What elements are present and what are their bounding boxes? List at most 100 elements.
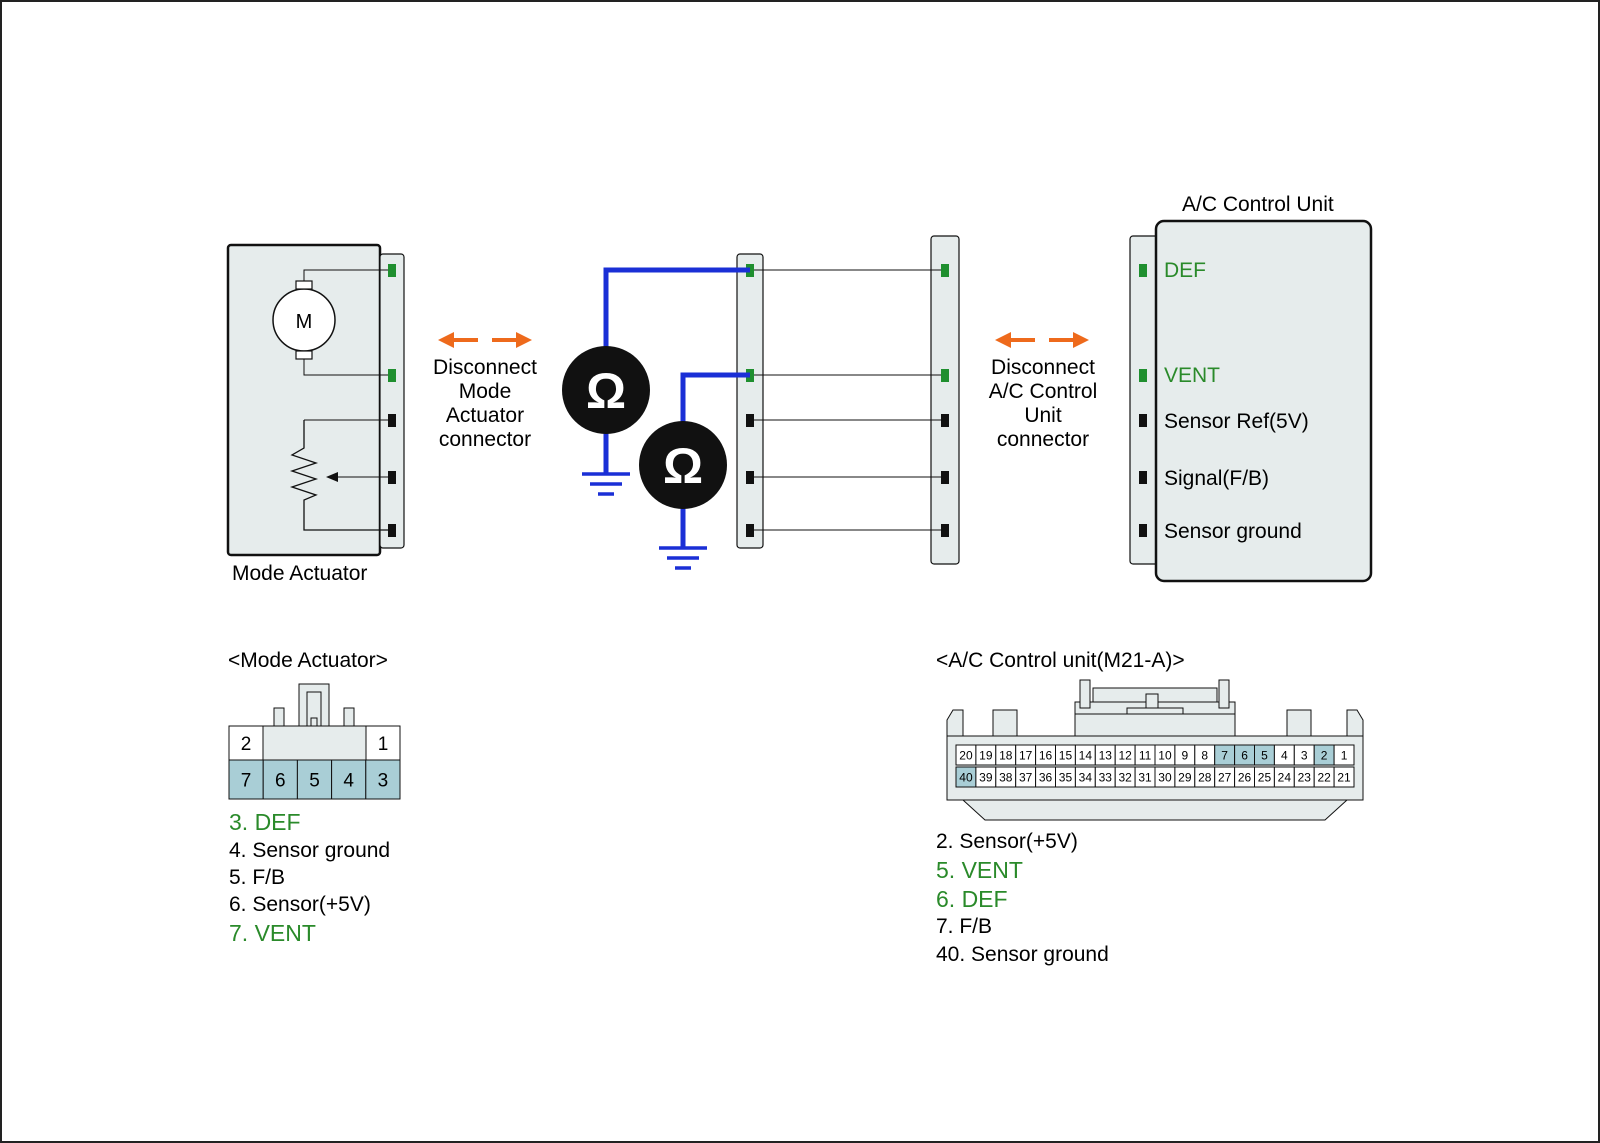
connector-pin-number: 34	[1079, 770, 1093, 784]
connector-pin-number: 37	[1019, 770, 1033, 784]
connector-pin: 7	[228, 759, 264, 800]
mode-actuator-label: Mode Actuator	[232, 562, 368, 585]
connector-pin: 14	[1074, 744, 1096, 766]
connector-pin-number: 8	[1201, 748, 1208, 762]
connector-pin-number: 24	[1278, 770, 1292, 784]
connector-pin-number: 32	[1118, 770, 1132, 784]
connector-pin-number: 27	[1218, 770, 1232, 784]
motor-icon: M	[272, 280, 336, 360]
ohm-meter-icon	[639, 421, 727, 509]
connector-pin: 25	[1254, 766, 1275, 788]
harness	[736, 235, 960, 565]
connector-pin-number: 20	[959, 748, 973, 762]
connector-pin-number: 23	[1298, 770, 1312, 784]
ac-legend-item: 5. VENT	[936, 857, 1023, 883]
connector-pin: 26	[1234, 766, 1255, 788]
connector-pin: 34	[1074, 766, 1096, 788]
connector-pin-number: 5	[1261, 748, 1268, 762]
connector-pin-number: 28	[1198, 770, 1212, 784]
connector-pin: 4	[1273, 744, 1295, 766]
connector-pin-number: 21	[1337, 770, 1351, 784]
connector-pin: 3	[1293, 744, 1315, 766]
connector-pin-number: 31	[1138, 770, 1152, 784]
connector-pin-number: 22	[1317, 770, 1331, 784]
potentiometer-icon	[289, 419, 392, 531]
disconnect-ac-unit-label: Disconnect A/C Control Unit connector	[988, 356, 1098, 451]
mode-legend-item: 4. Sensor ground	[229, 839, 391, 862]
connector-pin: 37	[1015, 766, 1037, 788]
connector-pin-number: 25	[1258, 770, 1272, 784]
ohmmeter-probe-2: Ω	[639, 372, 750, 570]
connector-pin-number: 2	[1321, 748, 1328, 762]
connector-pin-number: 5	[309, 770, 320, 791]
connector-pin-number: 7	[241, 770, 252, 791]
connector-pin: 17	[1015, 744, 1037, 766]
connector-pin: 2	[228, 725, 264, 761]
connector-pin-number: 30	[1158, 770, 1172, 784]
connector-pin: 36	[1035, 766, 1056, 788]
connector-pin: 8	[1194, 744, 1216, 766]
ohm-meter-icon	[562, 346, 650, 434]
connector-pin: 6	[262, 759, 298, 800]
connector-pin: 30	[1154, 766, 1176, 788]
connector-pin: 24	[1273, 766, 1295, 788]
ac-pin-label-signal: Signal(F/B)	[1164, 467, 1270, 490]
connector-pin-number: 10	[1158, 748, 1172, 762]
connector-pin: 1	[1333, 744, 1355, 766]
connector-pin-number: 9	[1182, 748, 1189, 762]
actuator-pin-signal	[388, 471, 396, 484]
ground-icon	[659, 546, 707, 570]
ac-legend-item: 2. Sensor(+5V)	[936, 830, 1078, 853]
ac-unit-title: A/C Control Unit	[1182, 193, 1334, 216]
actuator-pin-ground	[388, 524, 396, 537]
ac-pin-label-def: DEF	[1164, 259, 1206, 282]
connector-pin-number: 33	[1099, 770, 1113, 784]
connector-pin-number: 17	[1019, 748, 1033, 762]
mode-connector-title: <Mode Actuator>	[228, 649, 388, 672]
connector-pin: 22	[1313, 766, 1335, 788]
actuator-pin-vent	[388, 369, 396, 382]
connector-pin: 23	[1293, 766, 1315, 788]
connector-pin-number: 38	[999, 770, 1013, 784]
connector-pin-number: 15	[1059, 748, 1073, 762]
connector-pin: 1	[365, 725, 401, 761]
mode-legend-item: 6. Sensor(+5V)	[229, 893, 371, 916]
connector-pin-number: 36	[1039, 770, 1053, 784]
connector-pin: 13	[1094, 744, 1116, 766]
ac-pin-label-vent: VENT	[1164, 364, 1221, 387]
connector-pin: 10	[1154, 744, 1176, 766]
connector-pin-number: 3	[1301, 748, 1308, 762]
connector-pin-number: 35	[1059, 770, 1073, 784]
connector-pin-number: 1	[1341, 748, 1348, 762]
svg-text:Ω: Ω	[586, 363, 626, 419]
ac-legend-item: 6. DEF	[936, 886, 1008, 912]
ac-pin-label-sensor-ref: Sensor Ref(5V)	[1164, 410, 1309, 433]
ohmmeter-probe-1: Ω	[562, 267, 750, 496]
connector-pin-number: 12	[1118, 748, 1132, 762]
connector-pin: 9	[1174, 744, 1196, 766]
mode-legend-item: 7. VENT	[229, 920, 316, 946]
actuator-pin-ref	[388, 414, 396, 427]
connector-pin: 5	[1254, 744, 1275, 766]
connector-pin-number: 4	[343, 770, 354, 791]
mode-actuator: M	[226, 243, 405, 557]
ac-control-unit	[1129, 219, 1373, 583]
connector-pin-number: 11	[1139, 748, 1152, 762]
connector-pin-number: 39	[979, 770, 993, 784]
connector-pin: 21	[1333, 766, 1355, 788]
connector-pin: 20	[955, 744, 977, 766]
connector-pin: 6	[1234, 744, 1255, 766]
motor-symbol: M	[296, 311, 313, 333]
connector-pin-number: 7	[1221, 748, 1228, 762]
connector-pin-number: 19	[979, 748, 993, 762]
svg-text:Ω: Ω	[663, 438, 703, 494]
connector-pin-number: 1	[378, 734, 389, 755]
connector-pin: 28	[1194, 766, 1216, 788]
connector-pin: 31	[1134, 766, 1156, 788]
connector-pin: 35	[1055, 766, 1076, 788]
actuator-pin-def	[388, 264, 396, 277]
